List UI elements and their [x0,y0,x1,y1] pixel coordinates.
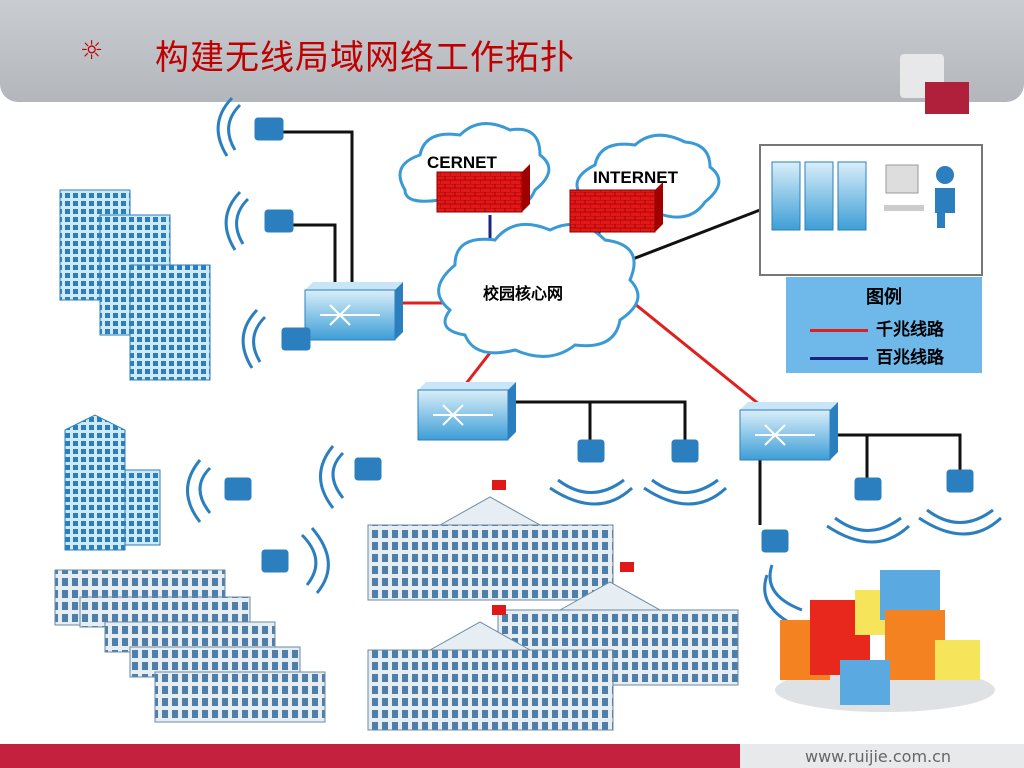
legend-item-fast: 百兆线路 [810,343,944,368]
access-point-icon [224,190,294,251]
access-point-icon [643,439,728,506]
gigabit-link-switch-right [629,298,761,407]
footer-url[interactable]: www.ruijie.com.cn [805,747,952,766]
access-point-icon [216,96,284,157]
firewall-internet-icon [569,182,663,233]
access-point-icon [918,469,1003,536]
access-point-icon [261,527,330,594]
access-point-icon [319,445,382,509]
ap-link-2 [282,223,337,285]
library-building-icon [367,480,614,601]
legend-swatch [810,357,868,360]
switch-right-icon [739,402,838,461]
network-links [273,130,962,525]
access-points [186,96,1003,632]
switch-mid-icon [417,382,516,441]
admin-building-icon [367,605,614,731]
internet-label: INTERNET [593,168,679,187]
firewall-cernet-icon [436,164,530,213]
residential-buildings-icon [59,189,211,381]
ap-link-4 [515,400,592,445]
header-decoration-red [925,82,969,114]
office-towers-icon [64,414,161,551]
legend-label: 百兆线路 [876,348,944,368]
cloud-core [437,222,640,358]
colored-campus-blocks-icon [775,570,995,712]
legend-swatch [810,329,868,332]
dormitory-buildings-icon [54,569,326,723]
access-point-icon [549,439,634,506]
server-room-icon [759,144,983,276]
header-bar [0,0,1024,102]
legend-box: 图例 千兆线路 百兆线路 [786,277,982,373]
ap-link-6 [835,433,869,478]
access-point-icon [826,477,911,544]
ap-link-1 [273,130,354,285]
footer-bar-gray [740,744,1024,768]
legend-item-gigabit: 千兆线路 [810,315,944,340]
access-point-icon [186,459,252,523]
ap-link-5 [515,400,687,445]
footer-bar-red [0,744,740,768]
page-title: 构建无线局域网络工作拓扑 [155,38,575,78]
switch-left-icon [304,282,403,341]
core-network-label: 校园核心网 [483,284,563,303]
sun-bullet-icon: ☼ [80,36,104,66]
legend-title: 图例 [866,287,902,308]
access-point-icon [241,308,311,369]
cernet-label: CERNET [427,153,498,172]
link-server-room [624,208,761,264]
legend-label: 千兆线路 [876,320,944,340]
access-point-icon [761,529,806,632]
ap-link-7 [835,433,962,472]
